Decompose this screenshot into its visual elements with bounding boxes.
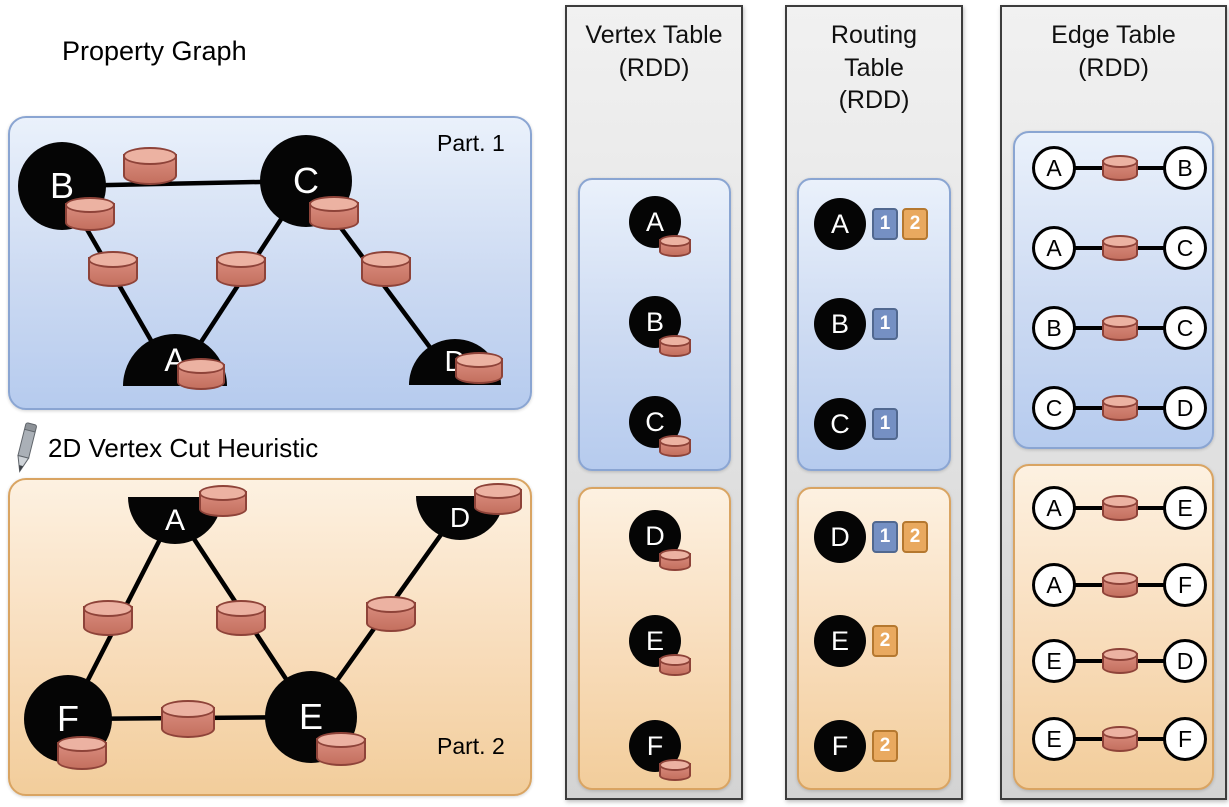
- partition-2-label: Part. 2: [437, 733, 505, 759]
- routing-table-vertex: C: [814, 398, 866, 450]
- routing-partition-badge: 1: [872, 408, 898, 440]
- edge-dst-vertex: F: [1163, 563, 1207, 607]
- routing-table-vertex: D: [814, 511, 866, 563]
- edge-dst-vertex: E: [1163, 486, 1207, 530]
- edge-property-cylinder-icon: [216, 600, 266, 636]
- routing-table-vertex: E: [814, 615, 866, 667]
- edge-src-vertex: A: [1032, 563, 1076, 607]
- edge-property-cylinder-icon: [1102, 572, 1138, 598]
- edge-table-panel: Edge Table (RDD) A B A C B C C D A E A F: [1000, 5, 1227, 800]
- edge-table-row: E F: [1032, 715, 1207, 763]
- edge-property-cylinder-icon: [123, 147, 177, 186]
- vertex-property-cylinder-icon: [474, 483, 522, 515]
- vertex-table-title: Vertex Table (RDD): [567, 19, 741, 84]
- vertex-cut-label: 2D Vertex Cut Heuristic: [48, 432, 319, 463]
- vertex-property-cylinder-icon: [65, 197, 115, 231]
- edge-property-cylinder-icon: [366, 596, 416, 632]
- vertex-table-panel: Vertex Table (RDD) A B C D E F: [565, 5, 743, 800]
- vertex-property-cylinder-icon: [659, 335, 691, 358]
- edge-src-vertex: E: [1032, 639, 1076, 683]
- routing-partition-badge: 2: [872, 730, 898, 762]
- vertex-table-title-line2: (RDD): [618, 53, 690, 82]
- edge-property-cylinder-icon: [83, 600, 133, 636]
- edge-property-cylinder-icon: [88, 251, 138, 287]
- routing-table-title-line1: Routing: [830, 21, 918, 49]
- edge-property-cylinder-icon: [1102, 395, 1138, 421]
- edge-table-row: A C: [1032, 224, 1207, 272]
- routing-table-vertex: A: [814, 198, 866, 250]
- edge-dst-vertex: D: [1163, 639, 1207, 683]
- edge-property-cylinder-icon: [1102, 235, 1138, 261]
- edge-property-cylinder-icon: [216, 251, 266, 287]
- edge-table-title-line1: Edge Table: [1051, 21, 1176, 49]
- edge-src-vertex: B: [1032, 306, 1076, 350]
- vertex-property-cylinder-icon: [659, 435, 691, 458]
- edge-property-cylinder-icon: [1102, 648, 1138, 674]
- routing-table-vertex: B: [814, 298, 866, 350]
- edge-dst-vertex: D: [1163, 386, 1207, 430]
- routing-partition-badge: 1: [872, 308, 898, 340]
- property-graph-title: Property Graph: [62, 36, 247, 66]
- edge-src-vertex: A: [1032, 226, 1076, 270]
- routing-partition-badge: 2: [902, 521, 928, 553]
- vertex-table-entry: C: [629, 396, 681, 448]
- vertex-table-title-line1: Vertex Table: [585, 21, 723, 49]
- edge-src-vertex: E: [1032, 717, 1076, 761]
- vertex-property-cylinder-icon: [659, 759, 691, 782]
- edge-table-row: A E: [1032, 484, 1207, 532]
- vertex-cut-row: 2D Vertex Cut Heuristic: [12, 422, 318, 474]
- edge-table-row: C D: [1032, 384, 1207, 432]
- pencil-icon: [17, 422, 37, 473]
- routing-table-title: Routing Table (RDD): [787, 19, 961, 117]
- edge-dst-vertex: F: [1163, 717, 1207, 761]
- edge-property-cylinder-icon: [1102, 155, 1138, 181]
- vertex-property-cylinder-icon: [57, 736, 107, 770]
- vertex-property-cylinder-icon: [455, 352, 503, 384]
- routing-partition-badge: 2: [872, 625, 898, 657]
- edge-dst-vertex: C: [1163, 306, 1207, 350]
- routing-partition-badge: 1: [872, 208, 898, 240]
- edge-table-row: E D: [1032, 637, 1207, 685]
- vertex-property-cylinder-icon: [659, 235, 691, 258]
- vertex-property-cylinder-icon: [177, 358, 225, 390]
- edge-table-title: Edge Table (RDD): [1002, 19, 1225, 84]
- edge-src-vertex: A: [1032, 146, 1076, 190]
- routing-partition-badge: 1: [872, 521, 898, 553]
- routing-partition-badge: 2: [902, 208, 928, 240]
- edge-dst-vertex: B: [1163, 146, 1207, 190]
- partition-1-label: Part. 1: [437, 130, 505, 156]
- edge-table-row: A F: [1032, 561, 1207, 609]
- edge-property-cylinder-icon: [361, 251, 411, 287]
- edge-table-row: A B: [1032, 144, 1207, 192]
- vertex-property-cylinder-icon: [659, 654, 691, 677]
- routing-table-panel: Routing Table (RDD) A 1 2 B 1 C 1 D 1 2 …: [785, 5, 963, 800]
- edge-property-cylinder-icon: [1102, 495, 1138, 521]
- edge-table-title-line2: (RDD): [1078, 53, 1149, 82]
- routing-table-vertex: F: [814, 720, 866, 772]
- edge-table-row: B C: [1032, 304, 1207, 352]
- vertex-property-cylinder-icon: [659, 549, 691, 572]
- edge-dst-vertex: C: [1163, 226, 1207, 270]
- vertex-property-cylinder-icon: [199, 485, 247, 517]
- vertex-property-cylinder-icon: [316, 732, 366, 766]
- edge-property-cylinder-icon: [161, 700, 215, 739]
- edge-src-vertex: A: [1032, 486, 1076, 530]
- edge-property-cylinder-icon: [1102, 726, 1138, 752]
- routing-table-title-line2: Table: [844, 53, 904, 82]
- vertex-property-cylinder-icon: [309, 196, 359, 230]
- edge-src-vertex: C: [1032, 386, 1076, 430]
- routing-table-title-line3: (RDD): [838, 86, 910, 114]
- edge-property-cylinder-icon: [1102, 315, 1138, 341]
